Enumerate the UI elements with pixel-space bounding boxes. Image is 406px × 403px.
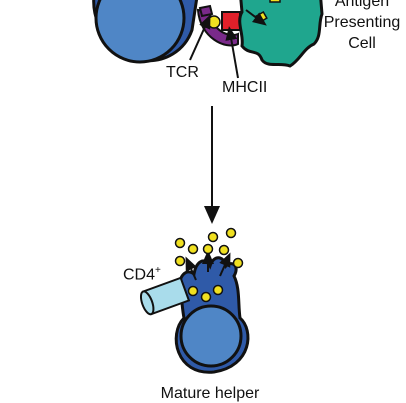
cd4-label-text: CD4 <box>123 266 156 284</box>
cytokine-dot <box>225 227 237 239</box>
secretion-arrow <box>219 252 231 277</box>
cd4-label: CD4+ <box>123 261 161 284</box>
cytokine-dot <box>232 257 244 269</box>
tcr-pointer <box>189 14 211 61</box>
cytokine-dot <box>187 243 199 255</box>
naive-t-cell <box>92 0 199 64</box>
tcr-label: TCR <box>166 64 199 81</box>
cytokine-dot <box>174 255 186 267</box>
cytokine-dot <box>202 243 214 255</box>
apc-antigen-fragment <box>269 0 281 3</box>
antigen-peptide <box>207 15 221 29</box>
cytokine-dot <box>218 244 230 256</box>
cytokine-dot <box>207 231 219 243</box>
cytokines <box>174 227 244 303</box>
mature-helper-t-cell <box>174 256 250 374</box>
apc-label-line2: Presenting <box>323 14 401 31</box>
cytokine-dot <box>187 285 199 297</box>
cd4-coreceptor <box>139 276 191 316</box>
mature-cell-nucleus <box>179 304 243 368</box>
cytokine-dot <box>200 291 212 303</box>
mature-helper-label: Mature helper <box>160 385 260 402</box>
secretion-arrow <box>185 256 197 281</box>
mhcii-molecule <box>221 11 241 31</box>
cd4-label-superscript: + <box>155 265 161 276</box>
mhcii-label: MHCII <box>222 79 268 96</box>
apc-label-line3: Cell <box>348 35 376 52</box>
mhcii-pointer <box>225 26 239 79</box>
apc-label: Antigen Presenting Cell <box>318 0 406 53</box>
antigen-presenting-cell <box>238 0 324 68</box>
t-cell-nucleus <box>94 0 186 64</box>
apc-label-line1: Antigen <box>334 0 390 10</box>
cytokine-dot <box>212 284 224 296</box>
cytokine-dot <box>174 237 186 249</box>
